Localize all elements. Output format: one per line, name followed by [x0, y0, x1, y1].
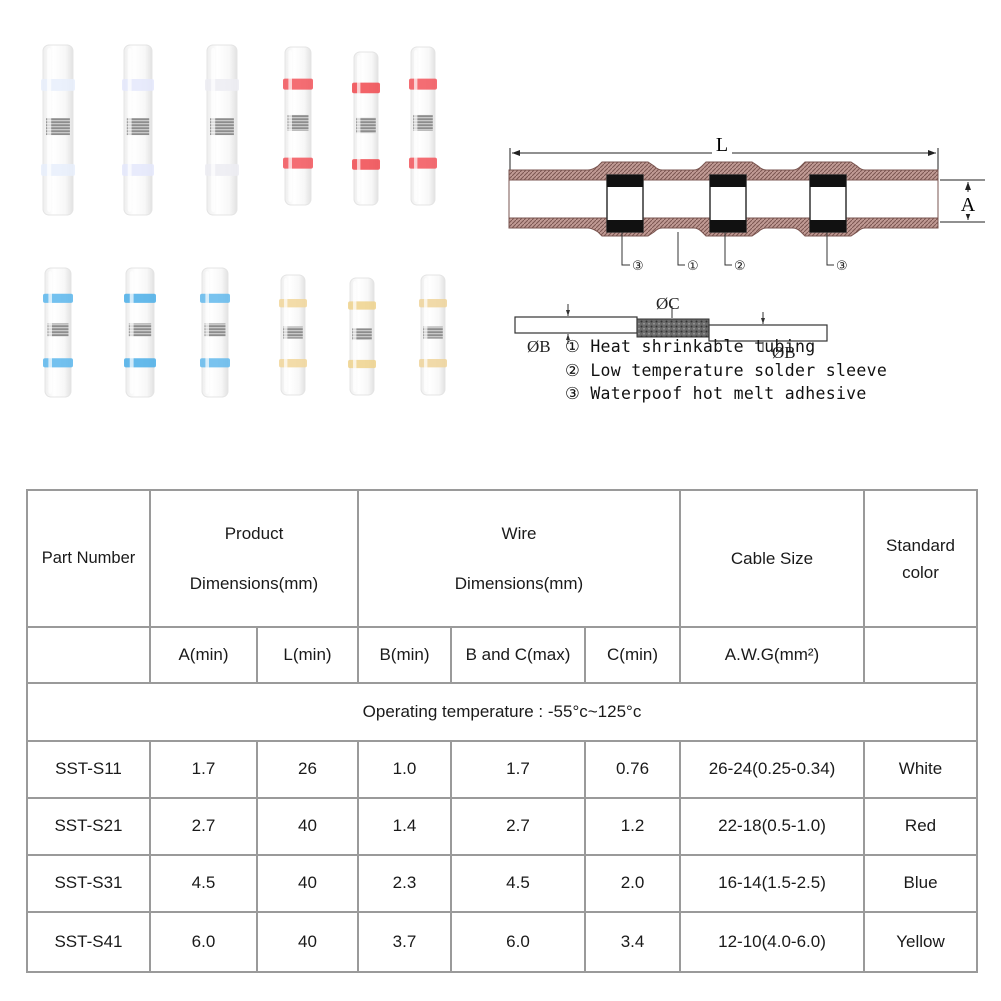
a-min-cell: 4.5: [149, 853, 258, 913]
b-and-c-max-cell: 1.7: [450, 739, 586, 799]
legend-item-hot-melt-adhesive: ③ Waterpoof hot melt adhesive: [565, 384, 867, 403]
part-number-cell: SST-S41: [26, 910, 151, 974]
legend-item-heat-shrink: ① Heat shrinkable tubing: [565, 337, 816, 356]
c-min-cell: 2.0: [583, 853, 682, 913]
part-number-cell: SST-S31: [26, 853, 151, 913]
solder-connector-white: [205, 44, 239, 216]
b-min-cell: 1.0: [357, 739, 452, 799]
sub-header-c-min: C(min): [583, 626, 682, 685]
wire-header-line2: Dimensions(mm): [454, 573, 584, 593]
wire-header-line1: Wire: [501, 523, 537, 543]
table-row: SST-S31 4.5 40 2.3 4.5 2.0 16-14(1.5-2.5…: [26, 853, 979, 913]
solder-connector-blue: [124, 267, 156, 398]
awg-cell: 12-10(4.0-6.0): [679, 910, 866, 974]
a-min-cell: 2.7: [149, 796, 258, 856]
standard-color-cell: Red: [863, 796, 979, 856]
c-min-cell: 1.2: [583, 796, 682, 856]
solder-connector-white: [122, 44, 154, 216]
a-min-cell: 6.0: [149, 910, 258, 974]
solder-connector-blue: [43, 267, 73, 398]
cross-section-diagram: L A ③ ① ② ③: [508, 132, 985, 362]
part-number-cell: SST-S21: [26, 796, 151, 856]
awg-cell: 22-18(0.5-1.0): [679, 796, 866, 856]
component-legend: ① Heat shrinkable tubing ② Low temperatu…: [565, 335, 887, 406]
solder-connector-yellow: [279, 274, 307, 396]
dimension-l-label: L: [716, 134, 728, 156]
product-dimensions-header: Product Dimensions(mm): [149, 488, 359, 629]
legend-item-solder-sleeve: ② Low temperature solder sleeve: [565, 360, 888, 380]
b-min-cell: 2.3: [357, 853, 452, 913]
spec-table: Part Number Product Dimensions(mm) Wire …: [25, 488, 979, 974]
sub-header-b-and-c-max: B and C(max): [450, 626, 586, 685]
b-min-cell: 1.4: [357, 796, 452, 856]
solder-connector-red: [352, 51, 380, 206]
solder-connector-red: [283, 46, 313, 206]
c-min-cell: 0.76: [583, 739, 682, 799]
product-header-line1: Product: [224, 523, 284, 543]
b-min-cell: 3.7: [357, 910, 452, 974]
sub-header-empty-right: [863, 626, 979, 685]
operating-temperature: Operating temperature : -55°c~125°c: [25, 682, 979, 742]
solder-connector-yellow: [348, 277, 376, 396]
dimension-a-label: A: [961, 194, 976, 216]
wire-dimensions-header: Wire Dimensions(mm): [356, 488, 682, 629]
solder-connector-yellow: [419, 274, 447, 396]
standard-header-line1: Standard: [886, 535, 956, 555]
standard-header-line2: color: [902, 562, 939, 582]
solder-connector-white: [41, 44, 75, 216]
dimension-b-left-label: ØB: [527, 337, 551, 356]
dimension-c-label: ØC: [656, 294, 680, 313]
l-min-cell: 40: [256, 853, 359, 913]
part-number-header: Part Number: [26, 488, 151, 629]
cable-size-header: Cable Size: [679, 488, 866, 629]
l-min-cell: 26: [256, 739, 359, 799]
table-row: SST-S21 2.7 40 1.4 2.7 1.2 22-18(0.5-1.0…: [26, 796, 979, 856]
l-min-cell: 40: [256, 796, 359, 856]
standard-color-cell: Blue: [863, 853, 979, 913]
standard-color-header: Standard color: [863, 488, 979, 629]
awg-cell: 26-24(0.25-0.34): [679, 739, 866, 799]
solder-connector-red: [409, 46, 437, 206]
callout-3-left: ③: [632, 259, 644, 274]
product-header-line2: Dimensions(mm): [189, 573, 319, 593]
sub-header-a-min: A(min): [149, 626, 258, 685]
sub-header-l-min: L(min): [256, 626, 359, 685]
table-row: SST-S11 1.7 26 1.0 1.7 0.76 26-24(0.25-0…: [26, 739, 979, 799]
table-row: SST-S41 6.0 40 3.7 6.0 3.4 12-10(4.0-6.0…: [26, 910, 979, 974]
product-photo: [41, 44, 447, 398]
callout-2: ②: [734, 259, 746, 274]
c-min-cell: 3.4: [583, 910, 682, 974]
solder-connector-blue: [200, 267, 230, 398]
sub-header-awg: A.W.G(mm²): [679, 626, 866, 685]
b-and-c-max-cell: 6.0: [450, 910, 586, 974]
b-and-c-max-cell: 4.5: [450, 853, 586, 913]
callout-1: ①: [687, 259, 699, 274]
callout-3-right: ③: [836, 259, 848, 274]
dimension-b-right-label: ØB: [772, 343, 796, 362]
b-and-c-max-cell: 2.7: [450, 796, 586, 856]
standard-color-cell: White: [863, 739, 979, 799]
standard-color-cell: Yellow: [863, 910, 979, 974]
part-number-cell: SST-S11: [26, 739, 151, 799]
sub-header-empty: [26, 626, 151, 685]
a-min-cell: 1.7: [149, 739, 258, 799]
sub-header-b-min: B(min): [357, 626, 452, 685]
l-min-cell: 40: [256, 910, 359, 974]
awg-cell: 16-14(1.5-2.5): [679, 853, 866, 913]
